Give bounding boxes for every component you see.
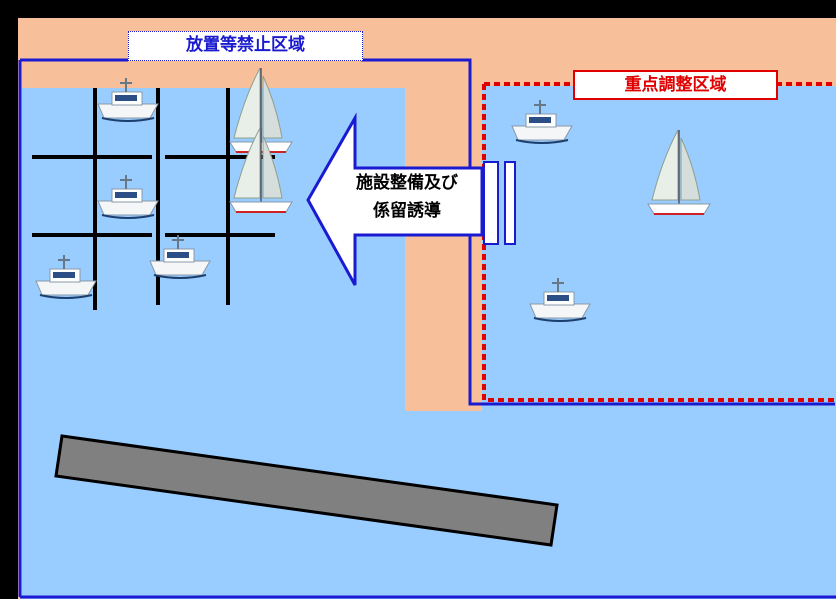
guidance-arrow <box>306 112 484 286</box>
arrow-tail-bar <box>504 161 516 245</box>
land-strip-inner-right <box>405 88 445 411</box>
priority-zone-label: 重点調整区域 <box>573 70 778 100</box>
arrow-tail-bar <box>483 161 499 245</box>
guidance-arrow-label: 施設整備及び 係留誘導 <box>332 169 482 225</box>
arrow-label-line2: 係留誘導 <box>373 201 441 221</box>
arrow-label-line1: 施設整備及び <box>356 173 458 193</box>
prohibited-zone-label: 放置等禁止区域 <box>128 31 363 61</box>
land-strip-inner-top <box>22 58 445 88</box>
pier <box>54 434 559 547</box>
